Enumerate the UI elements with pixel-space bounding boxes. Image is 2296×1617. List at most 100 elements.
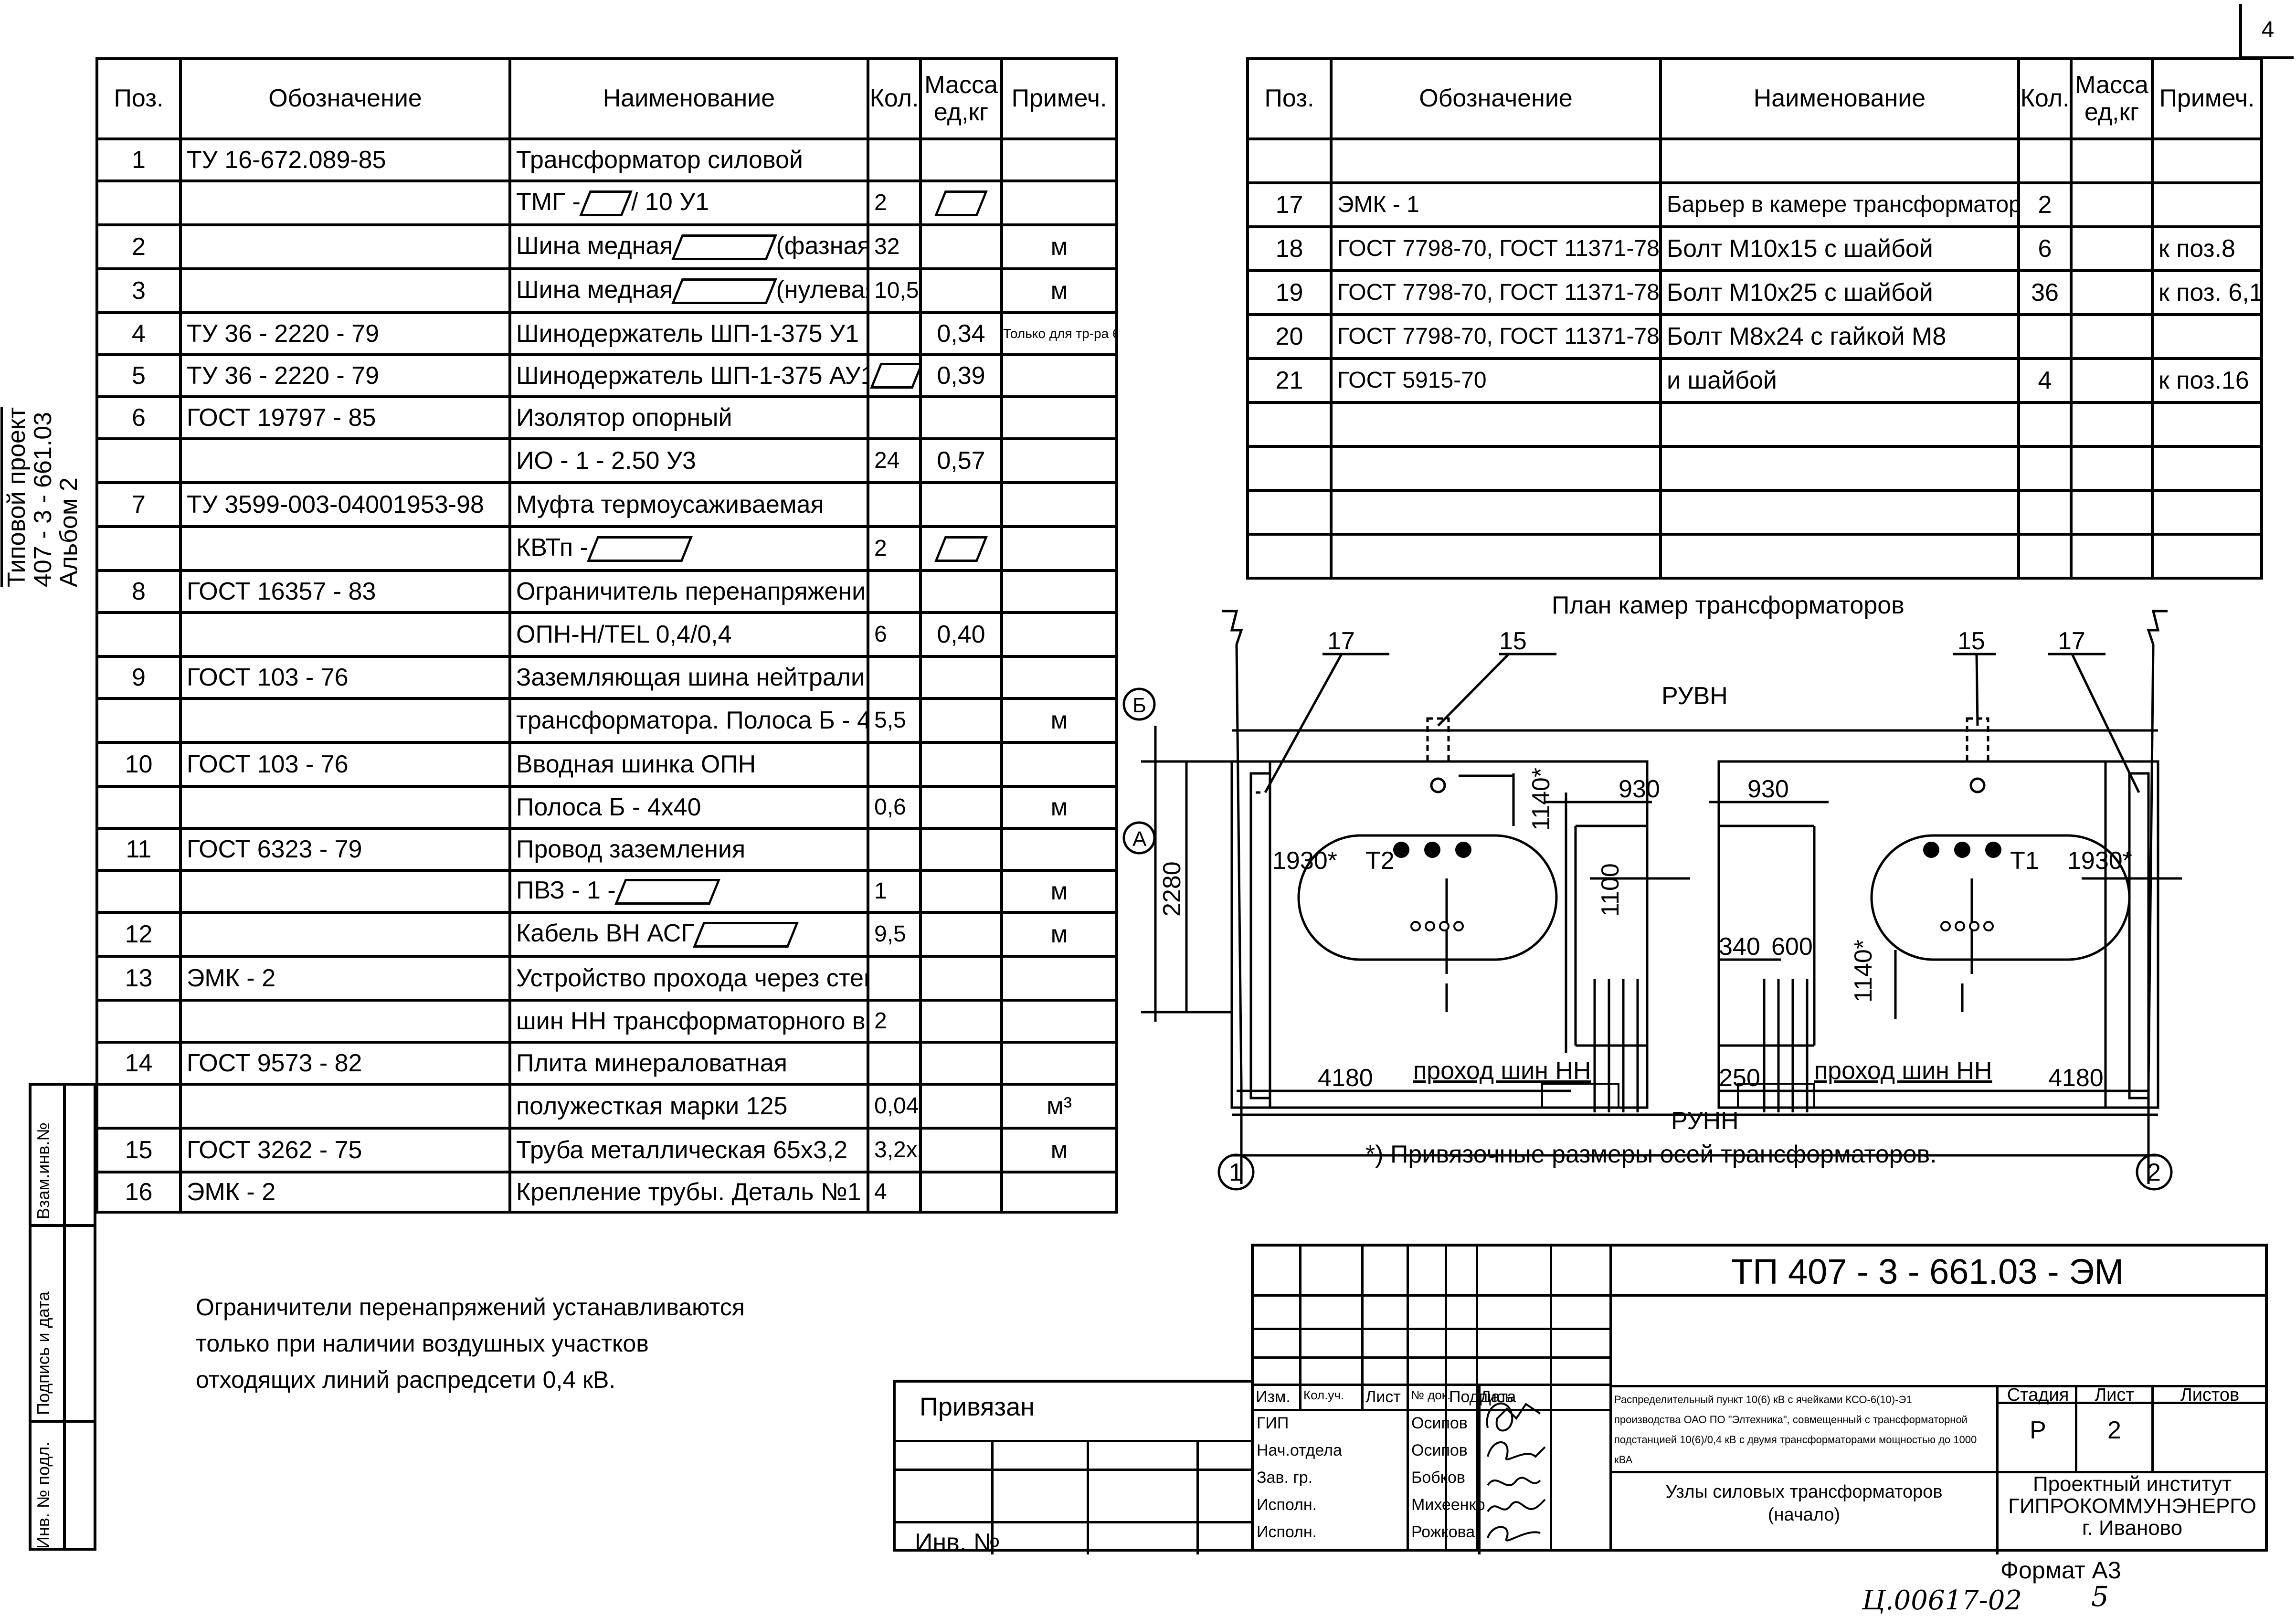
cell-kol: [867, 1041, 922, 1086]
cell-naim: Полоса Б - 4х40: [508, 785, 869, 830]
cell-kol: [867, 395, 922, 440]
cell-massa: [2070, 181, 2154, 228]
project-album: Альбом 2: [55, 477, 83, 587]
cell-massa: [919, 955, 1003, 1002]
cell-naim: [1659, 445, 2020, 492]
cell-prim: [1000, 999, 1118, 1044]
cell-kol: 3,2х2: [867, 1127, 922, 1173]
cell-naim: и шайбой: [1659, 357, 2020, 404]
naim-suffix: (нулевая): [776, 275, 865, 304]
handwritten-number: Ц.00617-02: [1862, 1585, 2022, 1616]
cell-oboz: ЭМК - 1: [1330, 181, 1662, 228]
blank-field: [693, 922, 799, 948]
cell-naim: Труба металлическая 65х3,2: [508, 1127, 869, 1173]
cell-naim: Трансформатор силовой: [508, 137, 869, 182]
cell-naim: Плита минераловатная: [508, 1041, 869, 1086]
axis-a: А: [1132, 827, 1147, 851]
cell-kol: 2: [2017, 181, 2073, 228]
cell-oboz: ТУ 36 - 2220 - 79: [179, 311, 511, 356]
pos-15-right: 15: [1957, 627, 1985, 655]
cell-massa: [919, 1127, 1003, 1173]
cell-massa: [919, 1041, 1003, 1086]
document-code: ТП 407 - 3 - 661.03 - ЭМ: [1731, 1252, 2124, 1291]
project-type: Типовой проект: [3, 407, 31, 587]
cell-naim: [1659, 489, 2020, 536]
cell-prim: м: [1000, 697, 1118, 744]
cell-prim: к поз. 6,10: [2151, 269, 2263, 316]
cell-prim: [1000, 137, 1118, 182]
cell-massa: [919, 180, 1003, 226]
cell-oboz: [179, 785, 511, 830]
naim-text: Устройство прохода через стену: [516, 964, 868, 992]
cell-prim: [1000, 1171, 1118, 1214]
cell-oboz: [179, 223, 511, 270]
note-line-3: отходящих линий распредсети 0,4 кВ.: [196, 1366, 616, 1393]
header-kol: Кол.: [867, 57, 922, 140]
cell-kol: 2: [867, 999, 922, 1044]
cell-naim: Муфта термоусаживаемая: [508, 481, 869, 528]
cell-prim: [1000, 569, 1118, 614]
cell-kol: 2: [867, 180, 922, 226]
cell-kol: [867, 655, 922, 700]
cell-pos: 14: [95, 1041, 182, 1086]
naim-text: Муфта термоусаживаемая: [516, 491, 824, 518]
naim-text: ИО - 1 - 2.50 У3: [516, 447, 696, 475]
cell-naim: Шина медная(нулевая): [508, 267, 869, 314]
spec-row: [1246, 533, 2263, 580]
cell-kol: [867, 481, 922, 528]
cell-naim: Кабель ВН АСГ: [508, 911, 869, 958]
cell-kol: [867, 827, 922, 872]
cell-kol: [2017, 313, 2073, 360]
role-name: Осипов: [1411, 1414, 1468, 1432]
header-prim: Примеч.: [2151, 57, 2263, 140]
cell-prim: м: [1000, 869, 1118, 914]
cell-oboz: ГОСТ 6323 - 79: [179, 827, 511, 872]
format-label: Формат А3: [2000, 1557, 2121, 1584]
blank-field: [671, 278, 778, 305]
blank-field: [871, 363, 918, 389]
passage-right: проход шин НН: [1814, 1057, 1992, 1085]
role-name: Рожкова: [1411, 1523, 1475, 1541]
cell-prim: [1000, 955, 1118, 1002]
side-stamp: Взам.инв.№ Подпись и дата Инв. № подл.: [29, 1083, 96, 1551]
cell-naim: Шина медная(фазная): [508, 223, 869, 270]
header-naim: Наименование: [1659, 57, 2020, 140]
column-header: № док.: [1411, 1388, 1451, 1402]
cell-oboz: ГОСТ 7798-70, ГОСТ 11371-78: [1330, 313, 1662, 360]
cell-pos: [1246, 137, 1333, 184]
cell-pos: 13: [95, 955, 182, 1002]
cell-prim: к поз.8: [2151, 225, 2263, 272]
blank-field: [614, 879, 720, 905]
cell-naim: КВТп -: [508, 525, 869, 572]
list-header: Лист: [2095, 1385, 2134, 1405]
cell-pos: 19: [1246, 269, 1333, 316]
header-kol: Кол.: [2017, 57, 2073, 140]
spec-row: КВТп -2: [95, 525, 1118, 572]
org-line-1: Проектный институт: [2032, 1472, 2232, 1496]
cell-prim: [2151, 181, 2263, 228]
cell-pos: 17: [1246, 181, 1333, 228]
cell-oboz: [179, 911, 511, 958]
cell-pos: [95, 1083, 182, 1130]
cell-prim: [1000, 180, 1118, 226]
role-label: Зав. гр.: [1257, 1469, 1313, 1487]
cell-kol: [867, 955, 922, 1002]
cell-massa: [2070, 401, 2154, 448]
cell-kol: [867, 569, 922, 614]
stage-header: Стадия: [2007, 1385, 2069, 1405]
naim-text: Полоса Б - 4х40: [516, 793, 701, 821]
cell-prim: [1000, 827, 1118, 872]
cell-naim: ТМГ -/ 10 У1: [508, 180, 869, 226]
role-name: Михеенко: [1411, 1496, 1485, 1514]
cell-oboz: ГОСТ 7798-70, ГОСТ 11371-78: [1330, 225, 1662, 272]
